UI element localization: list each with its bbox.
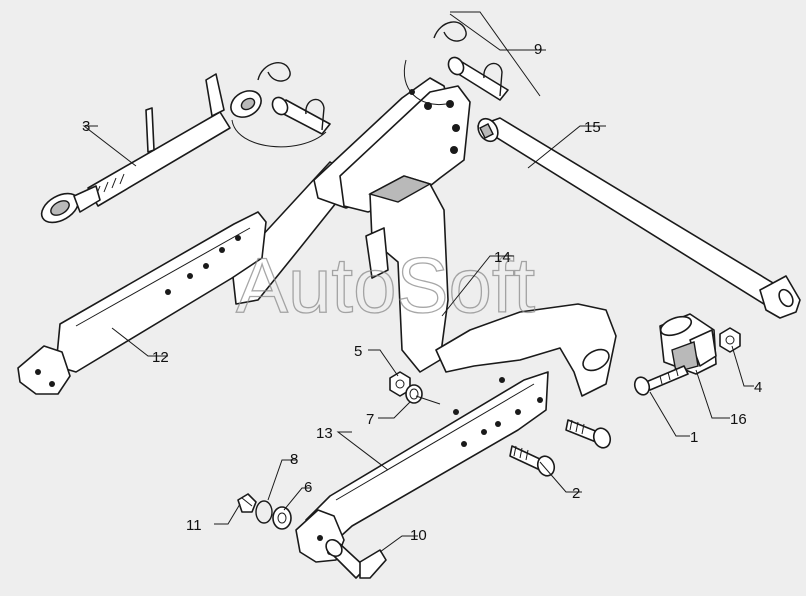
washer-part-6 xyxy=(272,506,292,530)
callout-14: 14 xyxy=(494,249,511,266)
fitting-part-11 xyxy=(237,493,257,513)
callout-16: 16 xyxy=(730,411,747,428)
callout-7: 7 xyxy=(366,411,374,428)
a-frame-part-14 xyxy=(231,77,617,397)
callout-9: 9 xyxy=(534,41,542,58)
cross-shaft-part-15 xyxy=(477,117,801,319)
clamp-block-part-16 xyxy=(659,313,717,375)
washer-part-7 xyxy=(405,384,441,405)
callout-3: 3 xyxy=(82,118,90,135)
callout-5: 5 xyxy=(354,343,362,360)
ring-part-8 xyxy=(255,500,273,524)
callout-labels: 3 9 15 14 12 5 7 13 4 16 1 2 8 6 11 10 xyxy=(82,41,762,544)
callout-15: 15 xyxy=(584,119,601,136)
callout-11: 11 xyxy=(186,517,202,534)
callout-leaders xyxy=(82,11,754,553)
top-link-part-3 xyxy=(40,73,262,224)
callout-1: 1 xyxy=(690,429,698,446)
callout-4: 4 xyxy=(754,379,762,396)
callout-6: 6 xyxy=(304,479,312,496)
bolts-part-2 xyxy=(509,419,612,477)
bolt-part-1 xyxy=(633,365,689,396)
pin-part-10 xyxy=(325,538,387,579)
watermark-text: AutoSoft xyxy=(236,241,536,329)
callout-8: 8 xyxy=(290,451,298,468)
callout-12: 12 xyxy=(152,349,169,366)
pin-and-clips-part-9 xyxy=(403,21,509,106)
callout-2: 2 xyxy=(572,485,580,502)
top-link-pin xyxy=(231,62,331,148)
callout-10: 10 xyxy=(410,527,427,544)
nut-part-4 xyxy=(719,327,741,353)
lower-link-part-12 xyxy=(17,211,267,395)
callout-13: 13 xyxy=(316,425,333,442)
